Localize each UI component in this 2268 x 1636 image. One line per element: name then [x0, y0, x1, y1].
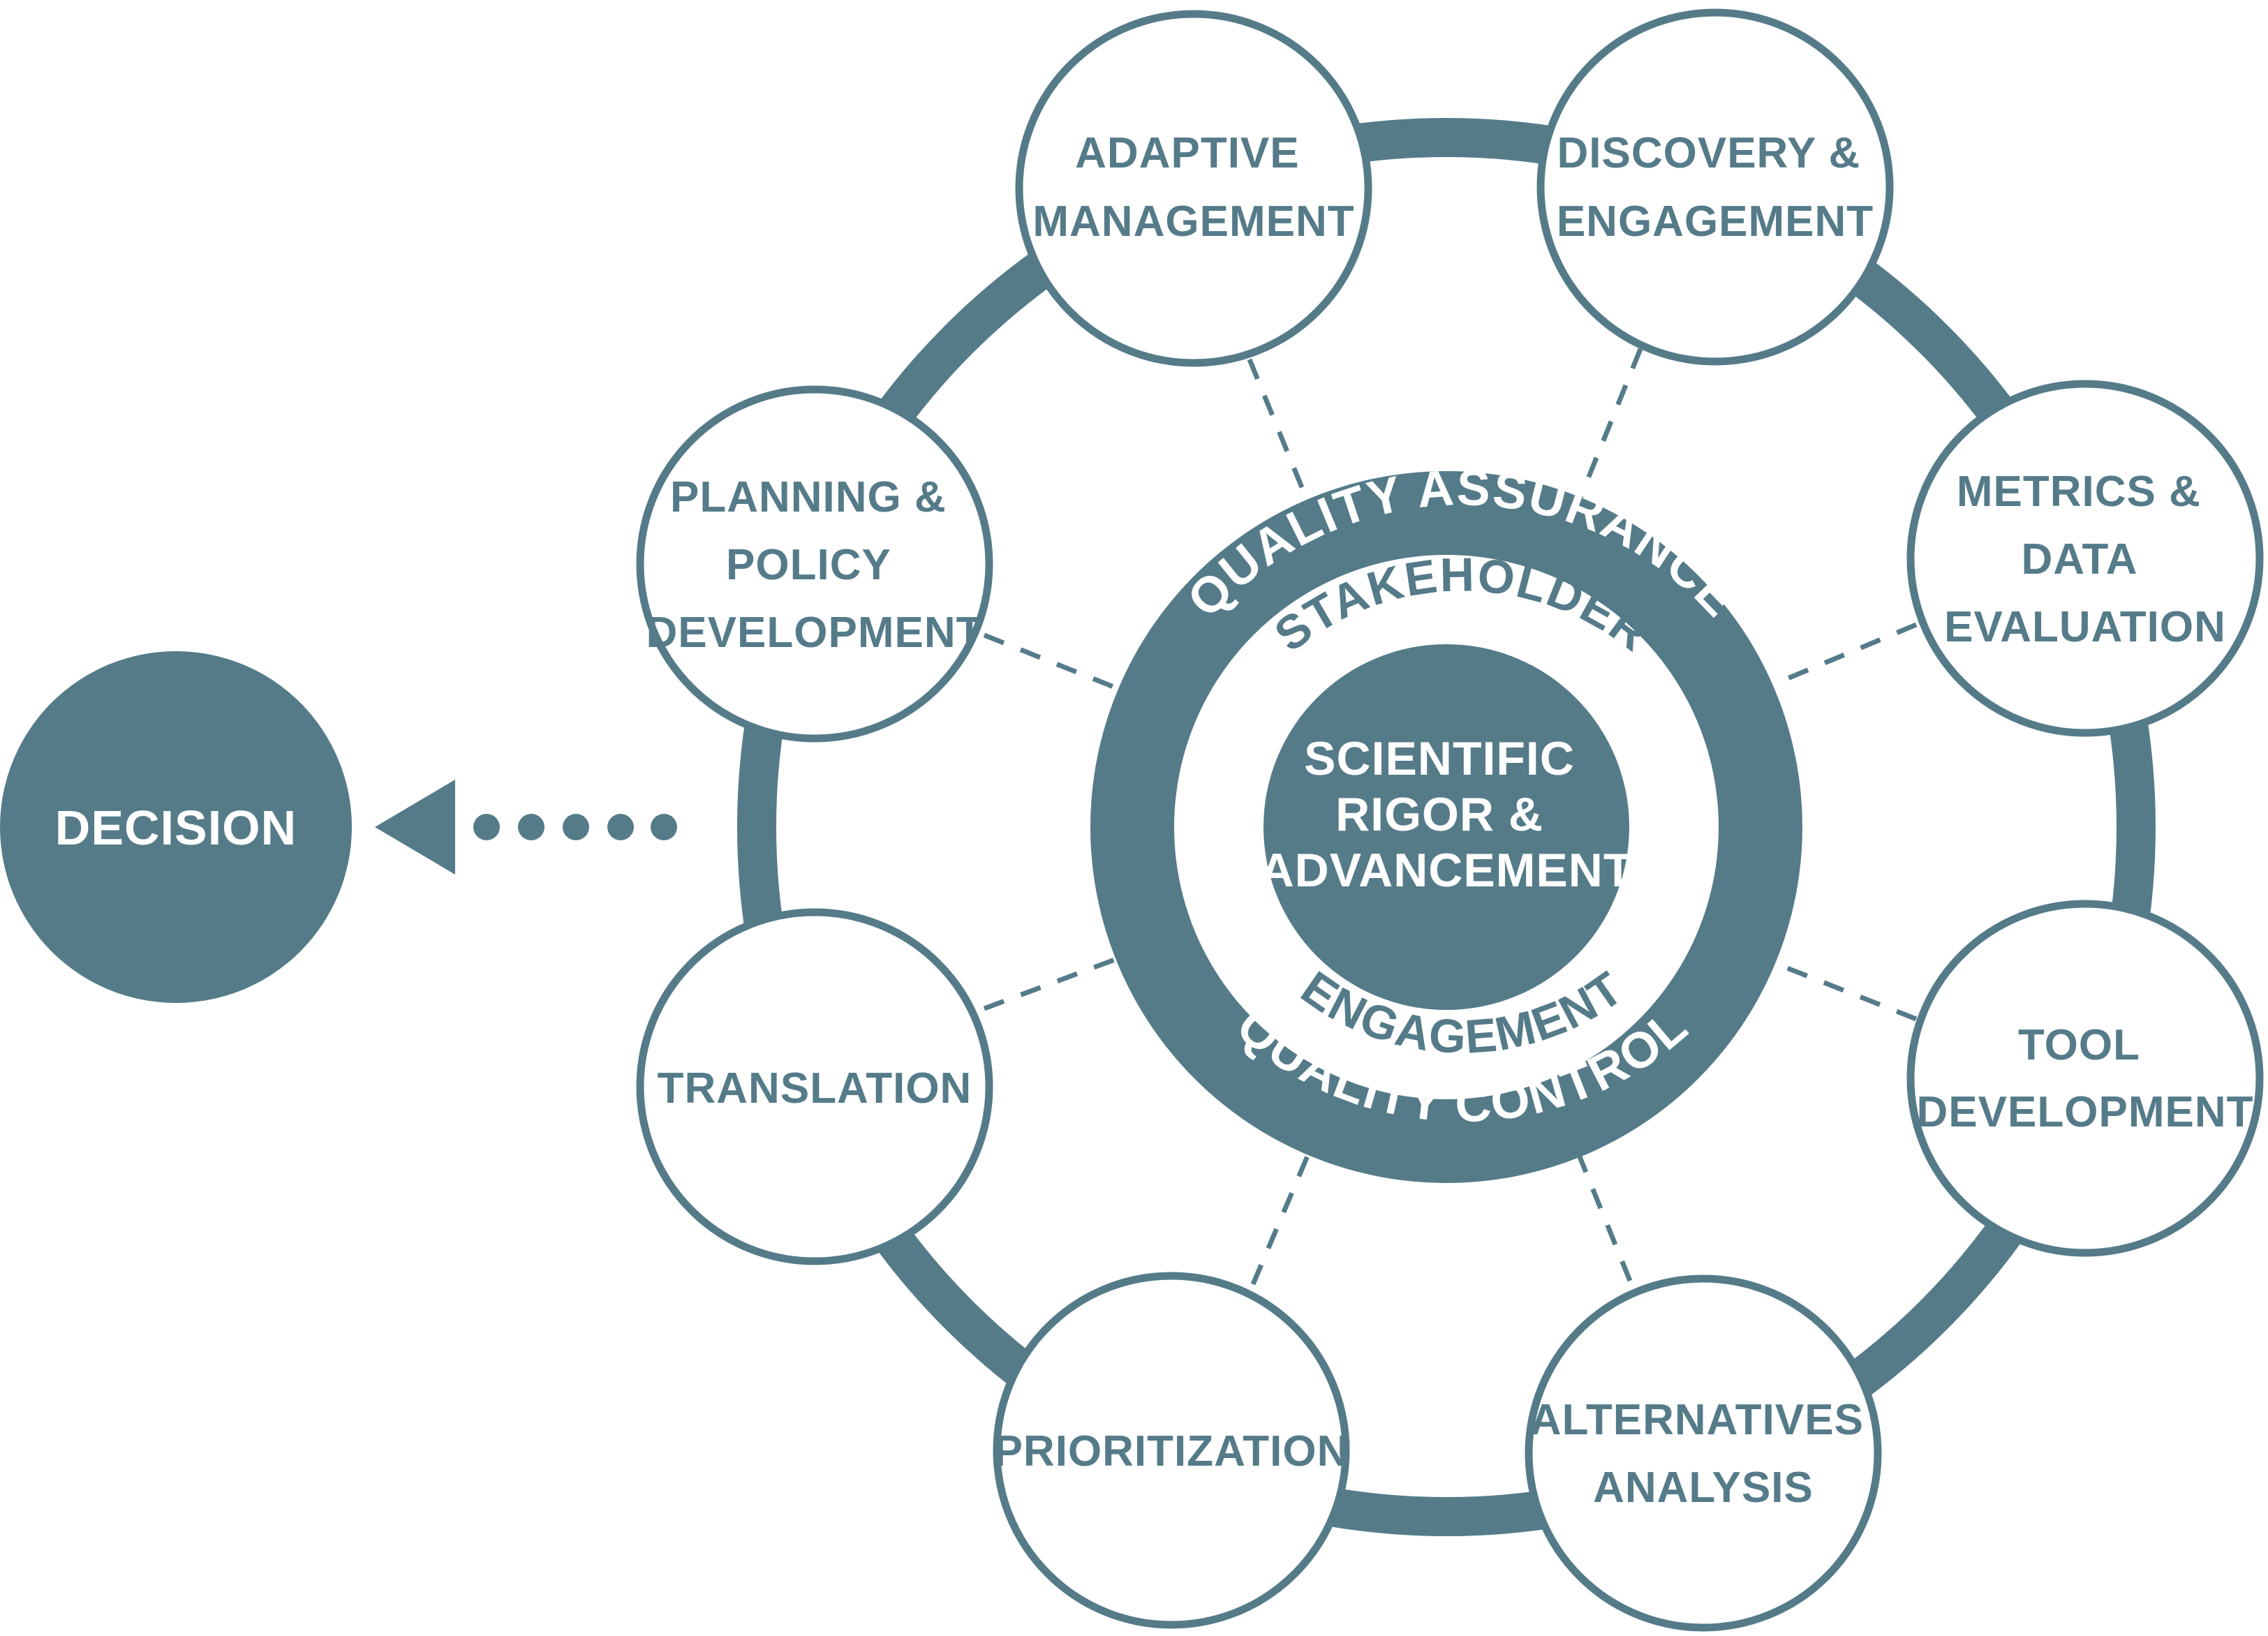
node-metrics-data-evaluation: METRICS & DATA EVALUATION [1906, 380, 2264, 737]
arrow-dot [607, 814, 634, 840]
node-circle [1525, 1274, 1882, 1632]
connector-adaptive-management [1247, 358, 1315, 514]
node-alternatives-analysis: ALTERNATIVES ANALYSIS [1525, 1274, 1882, 1632]
node-circle [1015, 10, 1372, 367]
core-line: ADVANCEMENT [1260, 844, 1633, 897]
node-label: DISCOVERY & ENGAGEMENT [1557, 129, 1874, 246]
core-line: RIGOR & [1335, 788, 1543, 841]
connector-discovery-engagement [1571, 348, 1643, 514]
connector-metrics-data-evaluation [1765, 622, 1918, 690]
connector-translation [983, 953, 1125, 1011]
node-label: TRANSLATION [658, 1064, 972, 1113]
node-planning-policy-development: PLANNING & POLICY DEVELOPMENT [636, 385, 993, 743]
connector-prioritization [1250, 1143, 1315, 1286]
node-circle [636, 385, 993, 743]
arrow-dot [651, 814, 677, 840]
node-adaptive-management: ADAPTIVE MANAGEMENT [1015, 10, 1372, 367]
node-label: TOOL DEVELOPMENT [1917, 1021, 2254, 1136]
connector-alternatives-analysis [1575, 1150, 1633, 1282]
core-line: SCIENTIFIC [1304, 732, 1575, 785]
arrow-dot [563, 814, 589, 840]
node-label: ADAPTIVE MANAGEMENT [1032, 129, 1354, 246]
node-label: PRIORITIZATION [994, 1427, 1349, 1475]
node-label: PLANNING & POLICY DEVELOPMENT [646, 473, 984, 657]
arrow-dot [473, 814, 500, 840]
node-label: ALTERNATIVES ANALYSIS [1530, 1396, 1876, 1512]
connector-tool-development [1765, 957, 1918, 1022]
node-discovery-engagement: DISCOVERY & ENGAGEMENT [1536, 8, 1894, 366]
outer-cycle-ring [737, 118, 2156, 1536]
node-circle [1906, 900, 2264, 1257]
node-prioritization: PRIORITIZATION [993, 1272, 1350, 1629]
dotted-arrow-line [473, 814, 677, 840]
node-label: METRICS & DATA EVALUATION [1944, 468, 2226, 651]
node-tool-development: TOOL DEVELOPMENT [1906, 900, 2264, 1257]
node-circle [636, 908, 993, 1265]
scientific-rigor-center [1263, 644, 1629, 1010]
node-circle [993, 1272, 1350, 1629]
node-circle [1536, 8, 1894, 366]
arrow-dot [518, 814, 544, 840]
arrowhead-icon [375, 780, 455, 875]
node-circle [1906, 380, 2264, 737]
node-translation: TRANSLATION [636, 908, 993, 1265]
decision-circle [0, 651, 352, 1003]
dashed-connectors [983, 348, 1918, 1286]
decision-label: DECISION [55, 801, 297, 855]
scientific-rigor-label: SCIENTIFIC RIGOR & ADVANCEMENT [1260, 732, 1633, 897]
connector-planning-policy [983, 632, 1125, 694]
